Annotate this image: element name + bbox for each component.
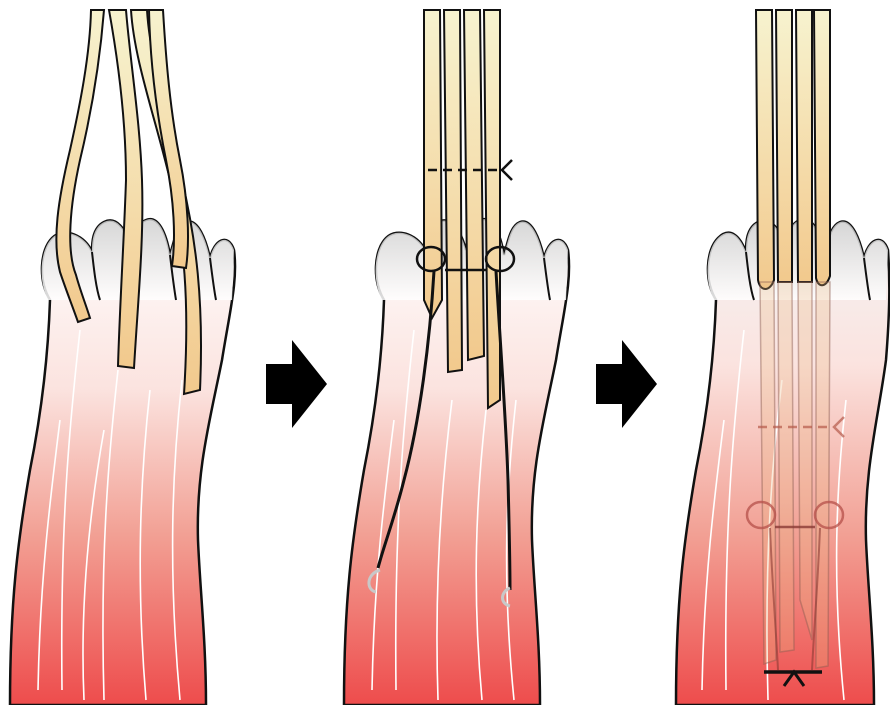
tendon-strip bbox=[756, 10, 774, 289]
tendon-strip bbox=[444, 10, 462, 372]
panel-step-3 bbox=[676, 10, 889, 705]
tendon-strip bbox=[484, 10, 500, 408]
tendon-strips bbox=[756, 10, 830, 289]
tendon-strip bbox=[814, 10, 830, 285]
panel-step-1 bbox=[10, 10, 235, 705]
tendon-strip bbox=[776, 10, 792, 282]
right-arrow-icon bbox=[596, 340, 657, 428]
tendon-strip bbox=[796, 10, 812, 282]
stitch-knot-mark bbox=[502, 160, 512, 180]
right-arrow-icon bbox=[266, 340, 327, 428]
panel-step-2 bbox=[344, 10, 569, 705]
tendon-strip bbox=[464, 10, 484, 360]
